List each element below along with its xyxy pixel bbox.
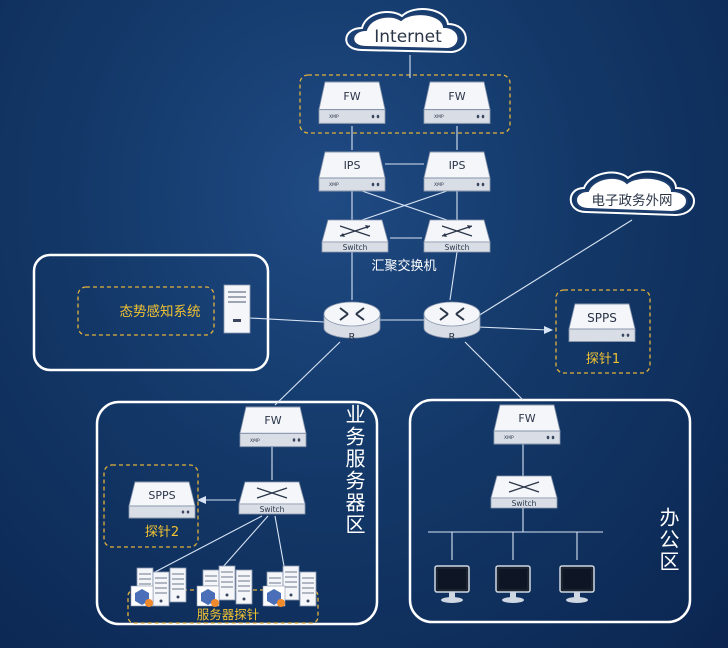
office-zone-frame <box>408 398 692 624</box>
internet-cloud: Internet <box>345 8 467 54</box>
business-switch: Switch <box>238 481 306 515</box>
svg-text:R: R <box>349 332 356 343</box>
business-zone-label: 业务服务器区 <box>342 404 366 536</box>
svg-text:SPPS: SPPS <box>587 311 617 325</box>
router-left: R <box>323 301 381 343</box>
svg-text:Switch: Switch <box>445 243 470 252</box>
links <box>154 55 633 573</box>
server-rack-group <box>136 565 317 607</box>
ips-device: IPS XMP <box>318 151 386 192</box>
svg-text:IPS: IPS <box>344 159 361 172</box>
server-tower-icon <box>223 284 251 334</box>
firewall-device: FW XMP <box>318 81 386 125</box>
aggregation-switch: Switch <box>423 219 491 253</box>
situational-label: 态势感知系统 <box>120 303 201 320</box>
agg-switch-label: 汇聚交换机 <box>371 258 436 274</box>
svg-text:FW: FW <box>264 414 281 427</box>
spps-device: SPPS <box>568 303 636 343</box>
office-switch: Switch <box>490 475 558 509</box>
probe1-label: 探针1 <box>586 352 620 367</box>
svg-text:XMP: XMP <box>329 182 339 188</box>
router-right: R <box>423 301 481 343</box>
svg-text:Switch: Switch <box>260 505 285 514</box>
internet-label: Internet <box>374 27 442 47</box>
svg-text:FW: FW <box>518 412 535 425</box>
svg-text:XMP: XMP <box>504 435 514 441</box>
office-zone-label: 办公区 <box>656 507 680 573</box>
egov-net-label: 电子政务外网 <box>592 193 673 209</box>
svg-text:FW: FW <box>343 90 360 103</box>
svg-text:XMP: XMP <box>434 114 444 120</box>
svg-text:IPS: IPS <box>449 159 466 172</box>
situational-label-frame <box>77 286 215 336</box>
svg-text:Switch: Switch <box>343 243 368 252</box>
probe2-label: 探针2 <box>145 525 179 540</box>
svg-text:FW: FW <box>448 90 465 103</box>
ips-device: IPS XMP <box>423 151 491 192</box>
svg-text:R: R <box>449 332 456 343</box>
firewall-device: FW XMP <box>423 81 491 125</box>
svg-text:SPPS: SPPS <box>148 489 175 502</box>
situational-zone-frame <box>32 253 270 372</box>
probe2-frame <box>103 464 199 548</box>
spps-device: SPPS <box>128 481 196 519</box>
business-zone-frame <box>95 400 379 626</box>
pc-monitor-icon <box>434 565 470 604</box>
firewall-group-frame <box>299 74 511 134</box>
svg-text:XMP: XMP <box>250 438 260 444</box>
pc-monitor-icon <box>559 565 595 604</box>
server-probe-frame <box>127 589 319 624</box>
firewall-device: FW XMP <box>493 404 561 445</box>
server-probe-label: 服务器探针 <box>197 607 260 622</box>
probe-agent-icon <box>130 585 286 607</box>
probe1-frame <box>555 289 651 374</box>
egov-cloud: 电子政务外网 <box>569 170 695 217</box>
firewall-device: FW XMP <box>239 406 307 448</box>
svg-text:Switch: Switch <box>512 499 537 508</box>
svg-text:XMP: XMP <box>434 182 444 188</box>
svg-text:XMP: XMP <box>329 114 339 120</box>
aggregation-switch: Switch <box>321 219 389 253</box>
pc-monitor-icon <box>495 565 531 604</box>
